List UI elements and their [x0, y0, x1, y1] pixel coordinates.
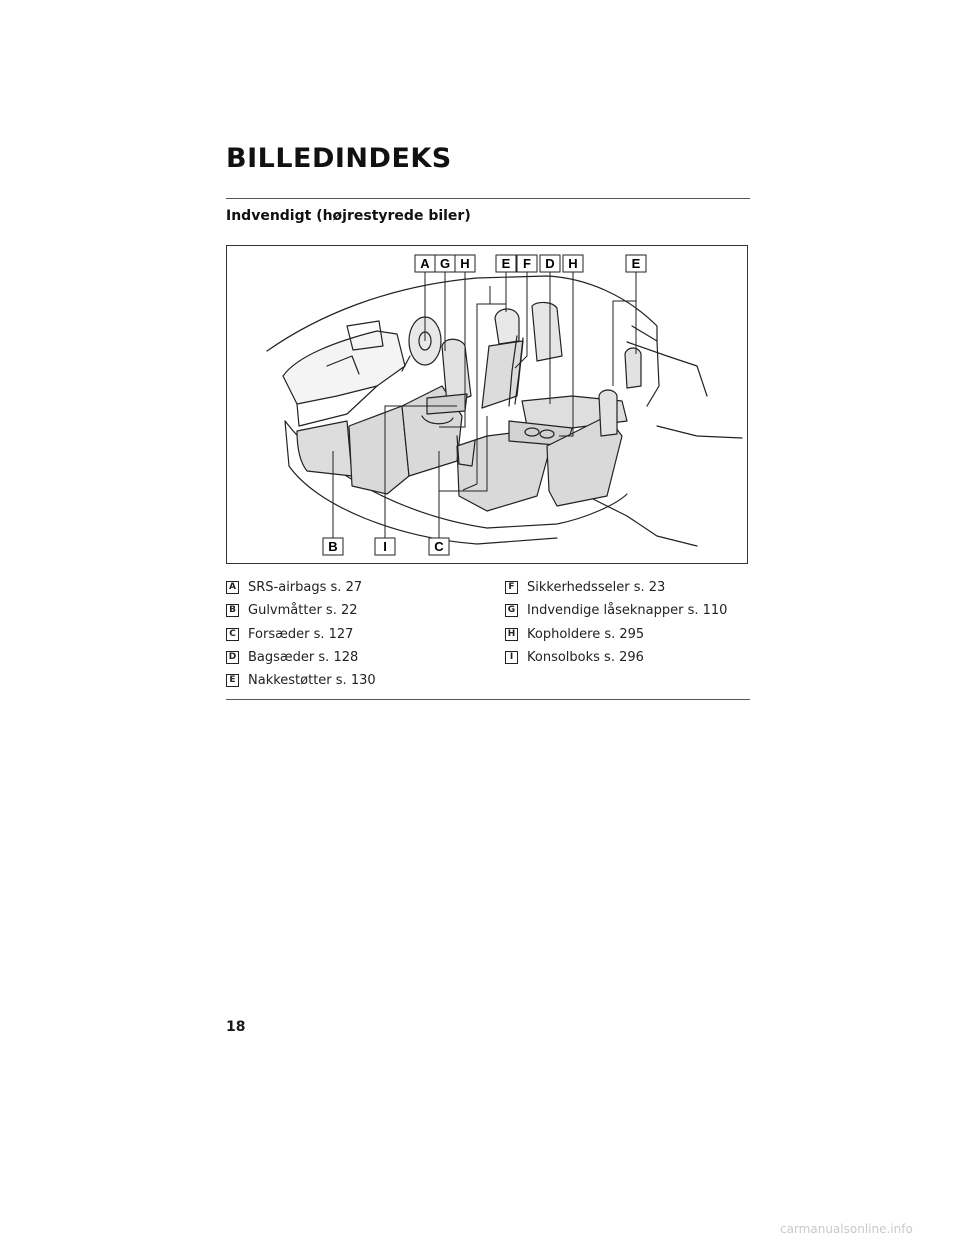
callout-h-2: H [568, 256, 577, 271]
legend-text: SRS-airbags s. 27 [248, 580, 363, 595]
legend-text: Sikkerhedsseler s. 23 [527, 580, 666, 595]
legend-item: A SRS-airbags s. 27 [226, 576, 376, 599]
callout-i: I [383, 539, 387, 554]
legend-text: Gulvmåtter s. 22 [248, 603, 358, 619]
legend-text: Nakkestøtter s. 130 [248, 673, 376, 689]
legend-key: I [505, 651, 518, 665]
callout-e-2: E [632, 256, 641, 271]
legend-text: Forsæder s. 127 [248, 626, 354, 642]
legend-key: G [505, 604, 518, 618]
callout-d: D [545, 256, 554, 271]
legend-item: C Forsæder s. 127 [226, 623, 376, 646]
legend-item: I Konsolboks s. 296 [505, 646, 727, 669]
legend-column-2: F Sikkerhedsseler s. 23 G Indvendige låsek… [505, 576, 727, 669]
legend-text: Kopholdere s. 295 [527, 626, 645, 642]
callout-labels: A G H E F D H E B I C [322, 254, 647, 556]
legend-text: Konsolboks s. 296 [527, 649, 644, 665]
legend-key: E [226, 674, 239, 688]
callout-f: F [523, 256, 531, 271]
legend-key: D [226, 651, 239, 665]
legend-text: Bagsæder s. 128 [248, 649, 359, 665]
legend-key: C [226, 627, 239, 641]
legend-key: B [226, 604, 239, 618]
callout-b: B [328, 539, 337, 554]
legend-item: B Gulvmåtter s. 22 [226, 599, 376, 622]
callout-g: G [440, 256, 450, 271]
legend-text: Indvendige låseknapper s. 110 [527, 603, 728, 619]
legend-item: G Indvendige låseknapper s. 110 [505, 599, 727, 622]
callout-a: A [420, 256, 430, 271]
legend-item: D Bagsæder s. 128 [226, 646, 376, 669]
legend-item: E Nakkestøtter s. 130 [226, 669, 376, 692]
callout-h: H [460, 256, 469, 271]
title-divider [226, 198, 750, 199]
legend-key: H [505, 627, 518, 641]
legend-column-1: A SRS-airbags s. 27 B Gulvmåtter s. 22 C Fo… [226, 576, 376, 692]
page-title: BILLEDINDEKS [226, 143, 452, 174]
page-number: 18 [226, 1019, 246, 1035]
car-interior-illustration: A G H E F D H E B I C [266, 254, 743, 556]
callout-c: C [434, 539, 444, 554]
interior-figure: A G H E F D H E B I C [226, 245, 748, 564]
legend-key: A [226, 581, 239, 595]
bottom-divider [226, 699, 750, 700]
watermark: carmanualsonline.info [780, 1222, 913, 1236]
callout-e: E [502, 256, 511, 271]
legend-item: F Sikkerhedsseler s. 23 [505, 576, 727, 599]
legend-key: F [505, 581, 518, 595]
legend-item: H Kopholdere s. 295 [505, 623, 727, 646]
section-heading: Indvendigt (højrestyrede biler) [226, 208, 471, 224]
